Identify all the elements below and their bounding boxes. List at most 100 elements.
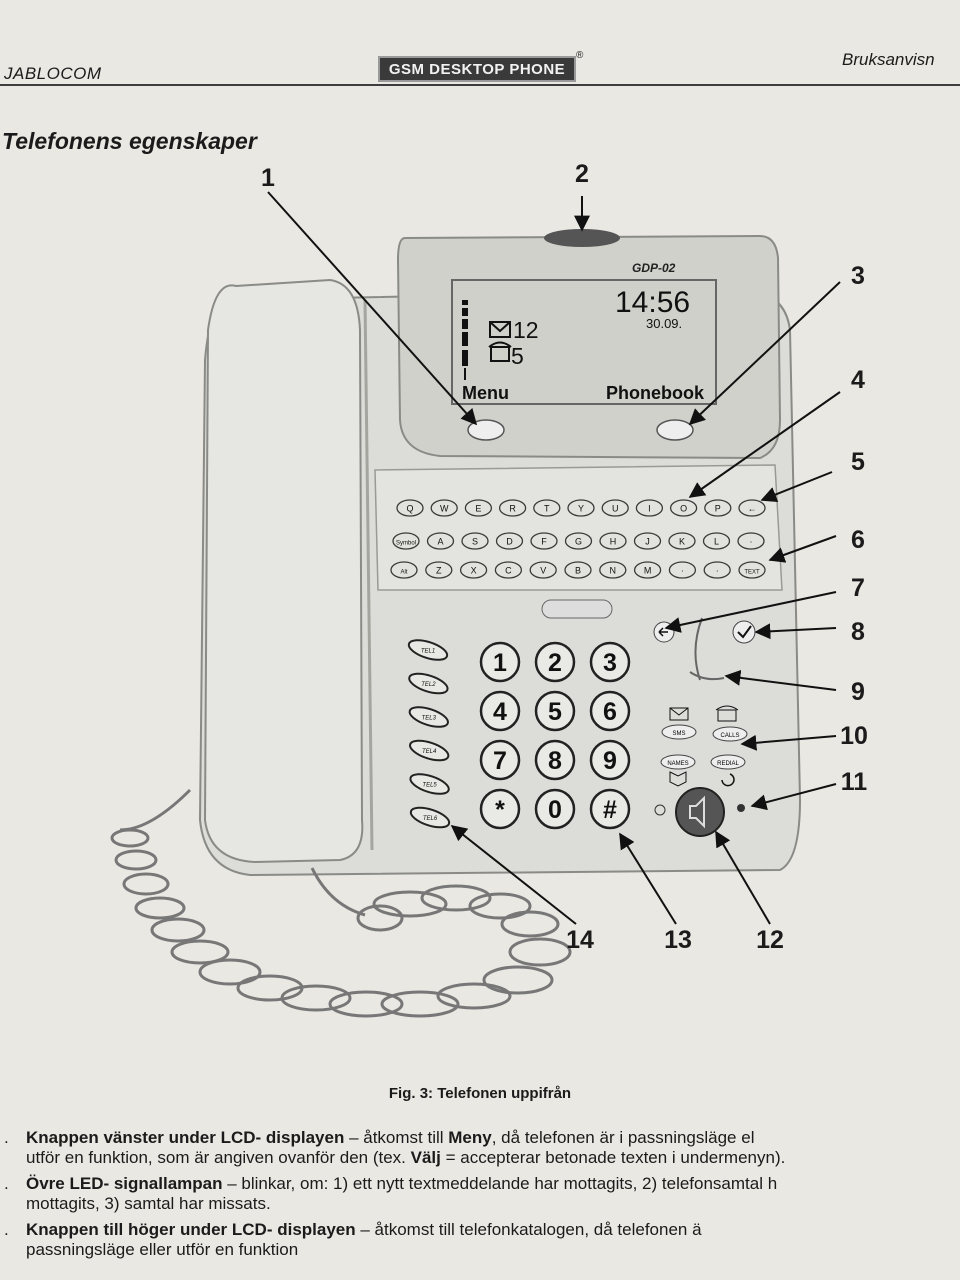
keyboard-key[interactable]: M: [633, 561, 662, 579]
tel-button[interactable]: TEL5: [408, 770, 451, 798]
svg-text:D: D: [506, 537, 513, 547]
tel-button[interactable]: TEL2: [407, 670, 450, 698]
svg-text:←: ←: [748, 504, 757, 514]
keyboard-key[interactable]: X: [459, 561, 488, 579]
tel-button[interactable]: TEL4: [408, 737, 451, 765]
keyboard-key[interactable]: I: [635, 499, 664, 517]
keyboard-key[interactable]: R: [498, 499, 527, 517]
keyboard-key[interactable]: S: [461, 532, 489, 550]
svg-text:I: I: [648, 504, 651, 514]
svg-text:TEL5: TEL5: [422, 783, 437, 789]
svg-text:6: 6: [603, 698, 617, 726]
keypad-key[interactable]: 5: [534, 690, 576, 732]
keyboard-key[interactable]: C: [494, 561, 523, 579]
center-bar-button: [541, 599, 613, 619]
svg-text:O: O: [680, 504, 687, 514]
keyboard-key[interactable]: N: [599, 561, 627, 579]
keyboard-key[interactable]: U: [601, 499, 629, 517]
keyboard-key[interactable]: ·: [703, 561, 731, 579]
keyboard-key[interactable]: TEXT: [738, 561, 766, 579]
keypad-key[interactable]: 7: [479, 739, 521, 781]
keyboard-key[interactable]: V: [529, 561, 557, 579]
keyboard-key[interactable]: ←: [738, 499, 766, 517]
navigation-rocker: [694, 617, 703, 681]
keyboard-key[interactable]: Q: [396, 499, 424, 517]
keyboard-key[interactable]: J: [633, 532, 662, 550]
keyboard-key[interactable]: F: [530, 532, 558, 550]
svg-text:8: 8: [548, 747, 562, 775]
callout-3: 3: [851, 262, 865, 290]
keypad-key[interactable]: 0: [534, 788, 576, 830]
callout-1: 1: [261, 164, 275, 192]
keypad-key[interactable]: 8: [534, 739, 576, 781]
keyboard-key[interactable]: G: [564, 532, 593, 550]
keyboard-key[interactable]: P: [704, 499, 732, 517]
callout-11: 11: [840, 768, 868, 796]
keypad-key[interactable]: 4: [479, 690, 521, 732]
keypad-key[interactable]: 1: [479, 641, 521, 683]
keyboard-key[interactable]: O: [669, 499, 698, 517]
svg-text:E: E: [475, 504, 481, 514]
svg-text:*: *: [495, 796, 505, 824]
keypad-key[interactable]: 3: [589, 641, 631, 683]
keyboard-key[interactable]: D: [495, 532, 524, 550]
callout-arrows: [267, 191, 841, 925]
lcd-screen: [451, 279, 717, 405]
svg-text:A: A: [437, 537, 443, 547]
keyboard-key[interactable]: H: [599, 532, 627, 550]
keypad-key[interactable]: 9: [589, 739, 631, 781]
keypad-key[interactable]: 2: [534, 641, 576, 683]
keyboard-key[interactable]: A: [426, 532, 455, 550]
keyboard-key[interactable]: W: [430, 499, 458, 517]
keyboard-key[interactable]: Symbol: [392, 532, 420, 550]
keyboard-key[interactable]: Alt: [390, 561, 418, 579]
lcd-sms-count: 12: [513, 317, 539, 343]
svg-text:CALLS: CALLS: [720, 733, 739, 739]
callout-7: 7: [851, 574, 865, 602]
tel-button[interactable]: TEL1: [407, 636, 450, 664]
keyboard-key[interactable]: Z: [425, 561, 453, 579]
model-label: GDP-02: [632, 261, 676, 275]
list-item: . Övre LED- signallampan – blinkar, om: …: [4, 1174, 778, 1213]
svg-text:·: ·: [716, 566, 719, 576]
svg-text:1: 1: [493, 649, 507, 677]
right-softkey-button: [656, 419, 694, 441]
svg-text:TEL4: TEL4: [422, 749, 437, 755]
callout-9: 9: [851, 678, 865, 706]
product-logo: GSM DESKTOP PHONE: [378, 56, 576, 82]
keyboard-key[interactable]: ·: [737, 532, 765, 550]
callout-4: 4: [851, 366, 865, 394]
svg-text:N: N: [610, 566, 617, 576]
keyboard-key[interactable]: K: [668, 532, 696, 550]
names-button: NAMES: [660, 754, 696, 787]
svg-text:NAMES: NAMES: [667, 761, 688, 767]
keyboard-key[interactable]: ·: [668, 561, 697, 579]
keypad-key[interactable]: #: [589, 788, 631, 830]
svg-text:R: R: [509, 504, 516, 514]
svg-text:M: M: [644, 566, 652, 576]
svg-text:V: V: [540, 566, 546, 576]
svg-text:Q: Q: [406, 504, 413, 514]
keypad-key[interactable]: *: [479, 788, 521, 830]
keyboard-key[interactable]: E: [464, 499, 493, 517]
keyboard-key[interactable]: L: [702, 532, 731, 550]
svg-text:B: B: [575, 566, 581, 576]
keyboard-key[interactable]: T: [533, 499, 561, 517]
svg-text:K: K: [679, 537, 685, 547]
tel-button[interactable]: TEL6: [409, 804, 452, 832]
svg-text:X: X: [471, 566, 477, 576]
svg-text:5: 5: [548, 698, 562, 726]
callout-10: 10: [840, 722, 868, 750]
keypad-key[interactable]: 6: [589, 690, 631, 732]
callout-5: 5: [851, 448, 865, 476]
svg-text:TEL2: TEL2: [421, 682, 436, 688]
keyboard-key[interactable]: Y: [567, 499, 595, 517]
lcd-date: 30.09.: [646, 316, 682, 331]
speaker-icon: [689, 795, 705, 829]
upper-led: [544, 229, 620, 247]
svg-text:TEL6: TEL6: [423, 816, 438, 822]
keyboard-key[interactable]: B: [564, 561, 592, 579]
tel-button[interactable]: TEL3: [407, 703, 450, 731]
